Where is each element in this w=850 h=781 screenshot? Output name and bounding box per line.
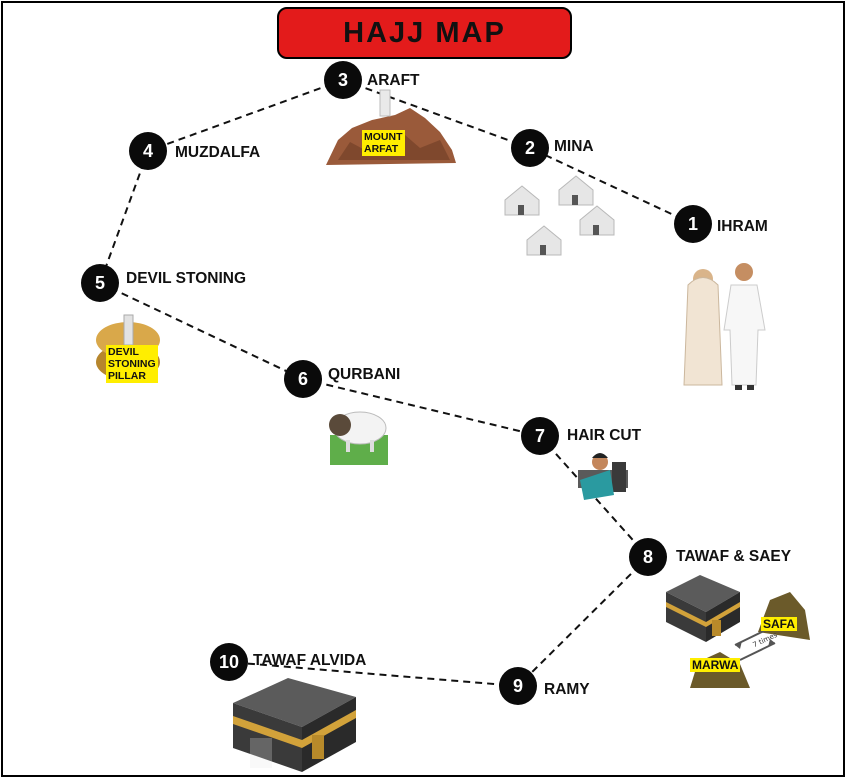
tents-icon — [504, 175, 615, 256]
marwa-tag: MARWA — [690, 658, 741, 672]
step-4-node: 4 — [129, 132, 167, 170]
sheep-icon — [329, 411, 388, 465]
step-6-label: QURBANI — [328, 366, 401, 383]
page-title: HAJJ MAP — [343, 16, 506, 49]
step-2-label: MINA — [554, 138, 594, 155]
step-7-node: 7 — [521, 417, 559, 455]
step-1-node: 1 — [674, 205, 712, 243]
step-5-node: 5 — [81, 264, 119, 302]
step-10-node: 10 — [210, 643, 248, 681]
step-3-node: 3 — [324, 61, 362, 99]
step-5-label: DEVIL STONING — [126, 270, 247, 287]
step-1-label: IHRAM — [717, 218, 768, 235]
step-8-label: TAWAF & SAEY — [676, 548, 792, 565]
title-banner: HAJJ MAP — [277, 7, 572, 59]
step-6-node: 6 — [284, 360, 322, 398]
pilgrims-icon — [683, 263, 766, 390]
kaaba-icon — [233, 678, 356, 772]
kaaba-icon — [666, 575, 740, 642]
mount-arafat-tag: MOUNT ARFAT — [362, 130, 405, 156]
step-10-label: TAWAF ALVIDA — [253, 652, 367, 669]
safa-tag: SAFA — [761, 617, 798, 631]
step-2-node: 2 — [511, 129, 549, 167]
step-9-node: 9 — [499, 667, 537, 705]
step-9-label: RAMY — [544, 681, 590, 698]
step-8-node: 8 — [629, 538, 667, 576]
step-3-label: ARAFT — [367, 72, 420, 89]
stoning-pillar-tag: DEVIL STONING PILLAR — [106, 345, 158, 383]
step-4-label: MUZDALFA — [175, 144, 261, 161]
step-7-label: HAIR CUT — [567, 427, 642, 444]
barber-icon — [578, 453, 628, 500]
